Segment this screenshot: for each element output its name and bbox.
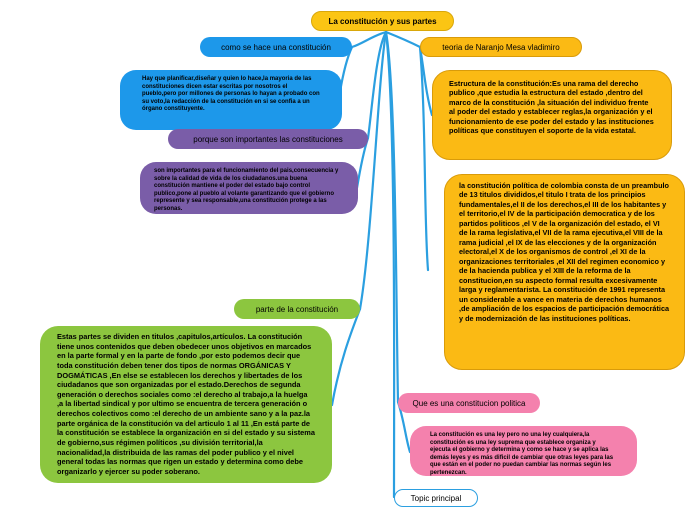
topic-principal[interactable]: Topic principal [394,489,478,507]
branch-parte-constitucion[interactable]: parte de la constitución [234,299,360,319]
detail-que-es[interactable]: La constitución es una ley pero no una l… [410,426,637,476]
branch-teoria-naranjo[interactable]: teoria de Naranjo Mesa vladimiro [420,37,582,57]
detail-parte-constitucion[interactable]: Estas partes se dividen en titulos ,capi… [40,326,332,483]
branch-como-se-hace[interactable]: como se hace una constitución [200,37,352,57]
central-topic[interactable]: La constitución y sus partes [311,11,454,31]
detail-estructura[interactable]: Estructura de la constitución:Es una ram… [432,70,672,160]
branch-porque-importantes[interactable]: porque son importantes las constitucione… [168,129,368,149]
branch-que-es[interactable]: Que es una constitucion politica [398,393,540,413]
detail-porque-importantes[interactable]: son importantes para el funcionamiento d… [140,162,358,214]
detail-constitucion-colombia[interactable]: la constitución política de colombia con… [444,174,685,370]
detail-como-se-hace[interactable]: Hay que planificar,diseñar y quien lo ha… [120,70,342,130]
